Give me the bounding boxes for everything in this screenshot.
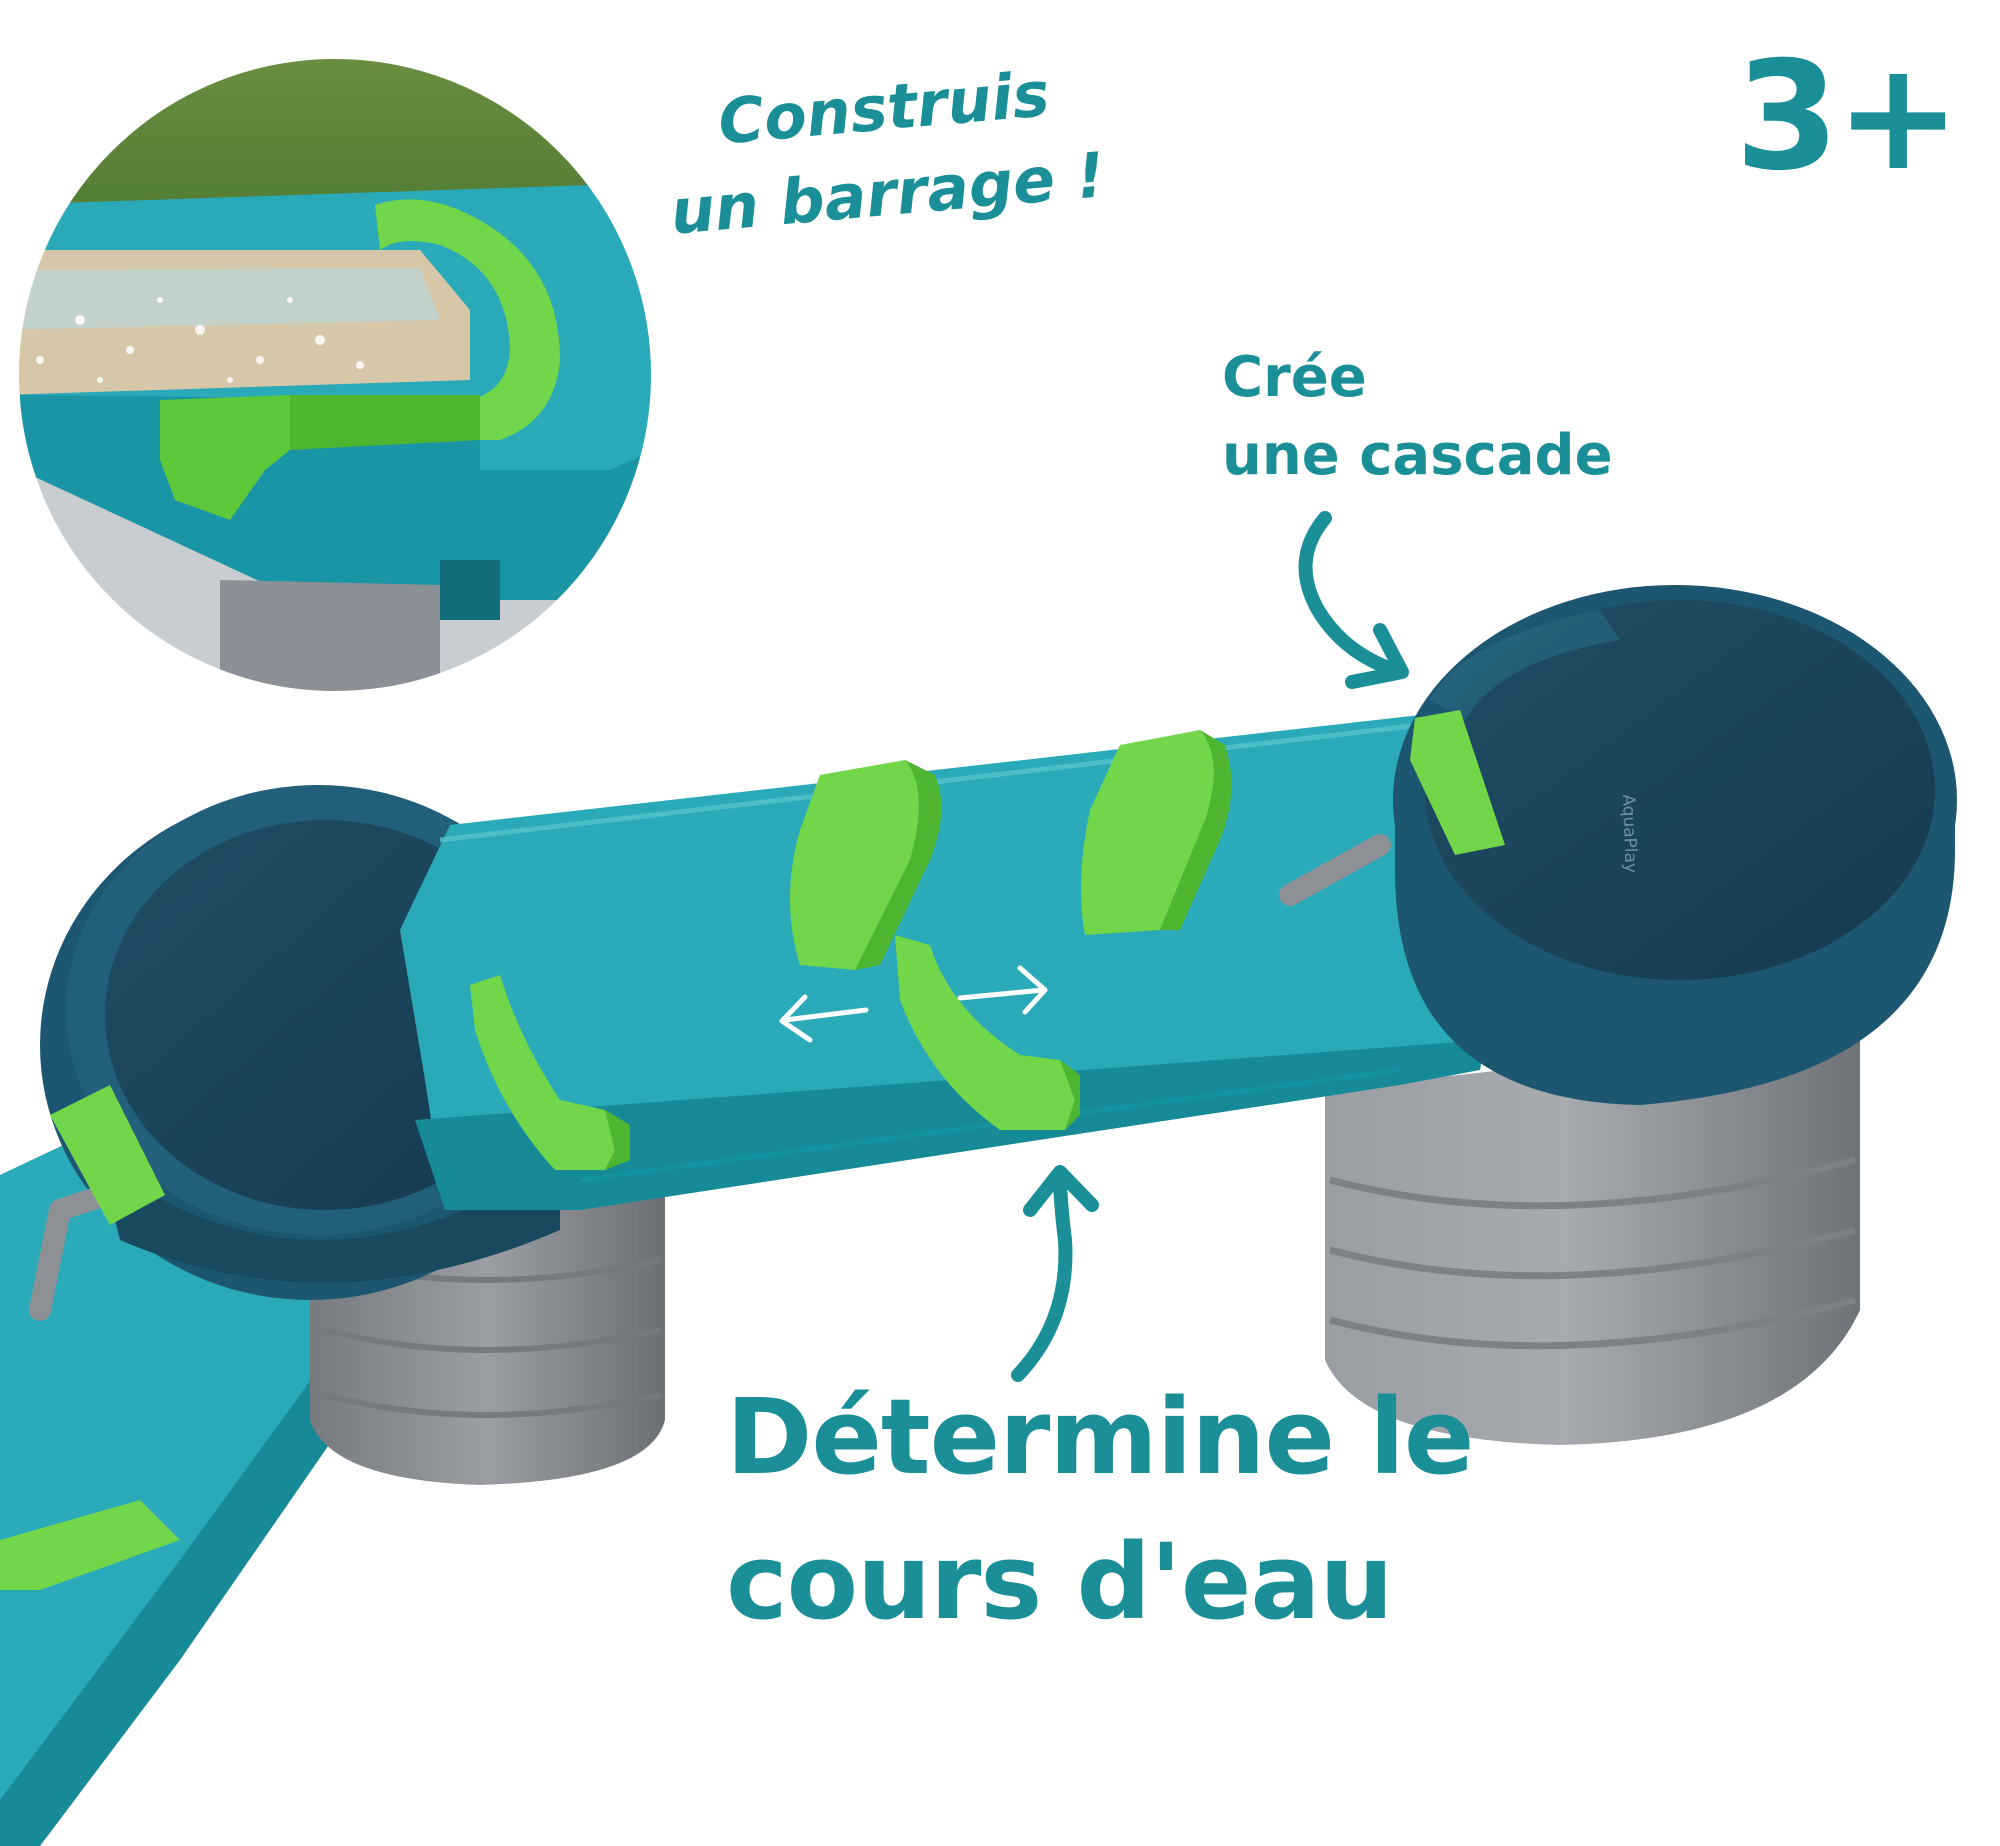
product-brand-label: AquaPlay [1618, 794, 1641, 874]
slide-arrows [779, 965, 1048, 1043]
curved-arrow-icon [1298, 511, 1409, 689]
waterfall-callout-line1: Crée [1222, 345, 1367, 410]
lower-channel [0, 1130, 360, 1846]
curved-arrow-icon [1011, 1165, 1099, 1382]
inset-frame [15, 55, 655, 695]
right-arrow-icon [957, 965, 1048, 1015]
age-badge: 3+ [1735, 30, 1961, 204]
waterfall-callout-line2: une cascade [1222, 423, 1613, 488]
barrier-pieces [470, 730, 1232, 1170]
barrier-piece [1081, 730, 1214, 935]
inset-dam-piece [375, 199, 560, 440]
barrier-piece [470, 975, 615, 1170]
right-base [1325, 1030, 1860, 1445]
flow-callout-line2: cours d'eau [726, 1521, 1394, 1643]
left-arrow-icon [779, 994, 869, 1043]
barrier-piece [895, 935, 1075, 1130]
flow-callout-line1: Détermine le [726, 1376, 1474, 1498]
right-bowl [1279, 585, 1957, 1105]
dam-closeup-photo [17, 57, 653, 693]
barrier-piece [790, 760, 919, 970]
